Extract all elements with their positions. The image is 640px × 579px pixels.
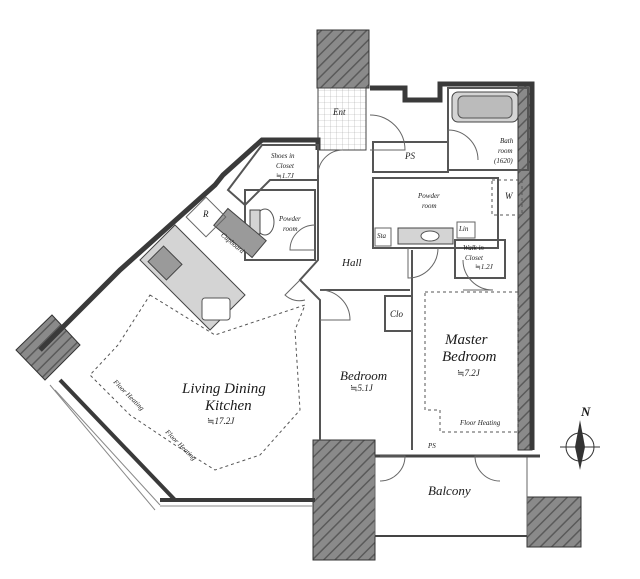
- label-ldk-size: ≒17.2J: [207, 416, 235, 426]
- compass-icon: [560, 420, 600, 470]
- window-line-3: [49, 384, 156, 511]
- cupboard-box: [213, 207, 267, 259]
- door-balcony-right: [474, 455, 501, 482]
- door-master: [462, 259, 494, 291]
- label-hall: Hall: [342, 257, 362, 269]
- door-bedroom: [319, 289, 351, 321]
- label-ldk-line2: Kitchen: [205, 398, 252, 414]
- column-bottom-center: [312, 439, 376, 561]
- stove: [147, 245, 183, 281]
- label-walkin-size: ≒1.2J: [475, 263, 493, 271]
- door-powder-right: [407, 247, 439, 279]
- master-floor-heating: [424, 291, 519, 433]
- door-balcony-left: [379, 455, 406, 482]
- window-line-1: [54, 389, 161, 506]
- door-shoes: [317, 149, 344, 176]
- label-north: N: [581, 404, 591, 419]
- label-shoes-line2: Closet: [276, 162, 294, 170]
- label-bedroom-size: ≒5.1J: [350, 383, 373, 393]
- bath-room: [447, 87, 529, 171]
- shoes-closet: [226, 144, 319, 207]
- door-bath: [447, 129, 479, 161]
- label-lin: Lin: [459, 225, 469, 233]
- r-box: [185, 196, 227, 238]
- label-w: W: [505, 191, 513, 201]
- label-shoes-line1: Shoes in: [271, 152, 295, 160]
- bathtub-inner: [457, 95, 513, 119]
- powder-right-room: [372, 177, 499, 249]
- label-shoes-size: ≒1.7J: [276, 172, 294, 180]
- label-powder-right-line2: room: [422, 202, 437, 210]
- label-master-line2: Bedroom: [442, 349, 497, 365]
- label-master-line1: Master: [445, 332, 488, 348]
- label-master-size: ≒7.2J: [457, 368, 480, 378]
- kitchen-sink: [201, 297, 231, 321]
- door-ldk: [284, 279, 306, 302]
- ldk-floor-heating: [89, 294, 306, 471]
- label-bath-line1: Bath: [500, 137, 514, 145]
- washer-box: [491, 179, 523, 216]
- entrance-floor: [317, 87, 367, 151]
- label-bath-line2: room: [498, 147, 513, 155]
- label-ldk-line1: Living Dining: [182, 381, 266, 397]
- label-balcony: Balcony: [428, 483, 471, 498]
- label-ps-bottom: PS: [428, 442, 436, 450]
- label-powder-left-line2: room: [283, 225, 298, 233]
- label-bedroom: Bedroom: [340, 368, 388, 383]
- door-powder-left: [289, 224, 316, 251]
- outer-wall: [370, 81, 535, 450]
- label-floor-heating-master: Floor Heating: [460, 419, 501, 427]
- label-ps-top: PS: [405, 151, 415, 161]
- sta-box: [374, 227, 392, 247]
- label-ent: Ent: [333, 107, 346, 117]
- vanity-sink-right: [420, 230, 440, 242]
- column-top: [316, 29, 370, 89]
- label-walkin-line1: Walk in: [463, 244, 484, 252]
- clo-box: [384, 295, 413, 332]
- label-clo: Clo: [390, 309, 404, 319]
- label-r: R: [203, 209, 209, 219]
- outer-wall-upper-left: [38, 137, 321, 352]
- label-walkin-line2: Closet: [465, 254, 483, 262]
- door-entrance: [369, 114, 406, 151]
- column-left: [15, 314, 81, 381]
- label-powder-right-line1: Powder: [418, 192, 440, 200]
- walkin-closet: [454, 239, 506, 279]
- column-bottom-right: [526, 496, 582, 548]
- label-powder-left-line1: Powder: [279, 215, 301, 223]
- outer-wall-diagonal-lower: [58, 378, 177, 502]
- label-bath-size: (1620): [494, 157, 513, 165]
- label-sta: Sta: [377, 232, 386, 240]
- lin-box: [456, 221, 476, 239]
